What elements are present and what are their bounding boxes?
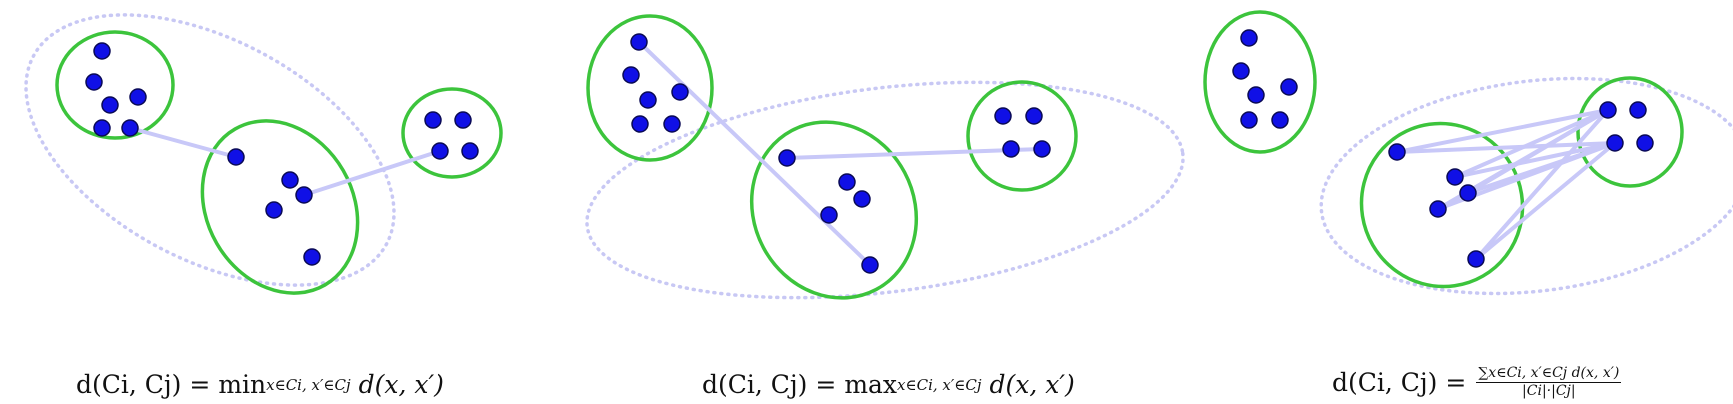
formula-operator: min: [218, 370, 267, 399]
data-point: [1388, 143, 1406, 161]
data-point: [93, 42, 111, 60]
data-point: [1446, 168, 1464, 186]
pairwise-links: [1395, 108, 1617, 261]
data-point: [630, 33, 648, 51]
link-line: [1474, 141, 1617, 261]
data-point: [778, 149, 796, 167]
data-point: [1606, 134, 1624, 152]
formula-numerator: ∑x∈Ci, x′∈Cj d(x, x′): [1476, 365, 1622, 383]
formula-rhs: d(x, x′): [989, 370, 1075, 399]
merged-cluster-outline: [24, 13, 396, 287]
link-line: [1453, 141, 1617, 179]
data-point: [461, 142, 479, 160]
data-point: [1002, 140, 1020, 158]
data-point: [303, 248, 321, 266]
merged-cluster-outline: [1319, 76, 1733, 296]
data-point: [838, 173, 856, 191]
data-point: [129, 88, 147, 106]
cluster-outline: [200, 119, 360, 295]
data-point: [994, 107, 1012, 125]
panel-average-linkage: [1203, 10, 1733, 296]
formula-average-linkage: d(Ci, Cj) = ∑x∈Ci, x′∈Cj d(x, x′) |Ci|·|…: [1332, 365, 1622, 399]
link-line: [1453, 108, 1610, 179]
data-point: [454, 111, 472, 129]
link-line: [785, 147, 1044, 160]
data-point: [1459, 184, 1477, 202]
data-point: [671, 83, 689, 101]
cluster-outline: [1203, 10, 1317, 154]
data-point: [424, 111, 442, 129]
data-point: [1033, 140, 1051, 158]
data-point: [121, 119, 139, 137]
data-point: [1025, 107, 1043, 125]
link-line: [637, 40, 872, 267]
panel-complete-linkage: [585, 14, 1185, 300]
formula-subscript: x∈Ci, x′∈Cj: [897, 375, 982, 394]
formula-complete-linkage: d(Ci, Cj) = max x∈Ci, x′∈Cj d(x, x′): [702, 370, 1075, 399]
data-point: [861, 256, 879, 274]
data-point: [663, 115, 681, 133]
formula-subscript: x∈Ci, x′∈Cj: [266, 375, 351, 394]
merged-cluster-outline: [585, 80, 1185, 300]
data-point: [227, 148, 245, 166]
data-point: [431, 142, 449, 160]
formula-lhs: d(Ci, Cj) =: [76, 370, 211, 399]
data-point: [1429, 200, 1447, 218]
data-point: [265, 201, 283, 219]
formula-denominator: |Ci|·|Cj|: [1522, 383, 1576, 399]
data-point: [1467, 250, 1485, 268]
data-point: [1240, 29, 1258, 47]
data-point: [1599, 101, 1617, 119]
data-point: [1636, 134, 1654, 152]
cluster-outline: [586, 14, 714, 162]
link-line: [128, 126, 238, 159]
data-point: [631, 115, 649, 133]
data-point: [853, 190, 871, 208]
data-point: [93, 119, 111, 137]
data-point: [1271, 111, 1289, 129]
data-point: [1629, 101, 1647, 119]
data-point: [1247, 86, 1265, 104]
data-point: [295, 186, 313, 204]
data-point: [639, 91, 657, 109]
link-line: [1474, 108, 1610, 261]
data-point: [622, 66, 640, 84]
data-point: [1240, 111, 1258, 129]
link-line: [1395, 108, 1610, 154]
panel-single-linkage: [24, 13, 503, 295]
formula-rhs: d(x, x′): [358, 370, 444, 399]
data-point: [101, 96, 119, 114]
formula-lhs: d(Ci, Cj) =: [1332, 368, 1467, 397]
cluster-outline: [749, 120, 919, 300]
data-point: [85, 73, 103, 91]
formula-fraction: ∑x∈Ci, x′∈Cj d(x, x′) |Ci|·|Cj|: [1476, 365, 1622, 399]
data-point: [281, 171, 299, 189]
cluster-outline: [401, 87, 503, 179]
formula-lhs: d(Ci, Cj) =: [702, 370, 837, 399]
link-line: [302, 149, 442, 197]
data-point: [1280, 78, 1298, 96]
formula-single-linkage: d(Ci, Cj) = min x∈Ci, x′∈Cj d(x, x′): [76, 370, 444, 399]
cluster-outline: [1576, 76, 1684, 188]
formula-operator: max: [844, 370, 898, 399]
cluster-outline: [966, 80, 1078, 192]
cluster-outline: [55, 30, 175, 140]
data-point: [1232, 62, 1250, 80]
data-point: [820, 206, 838, 224]
